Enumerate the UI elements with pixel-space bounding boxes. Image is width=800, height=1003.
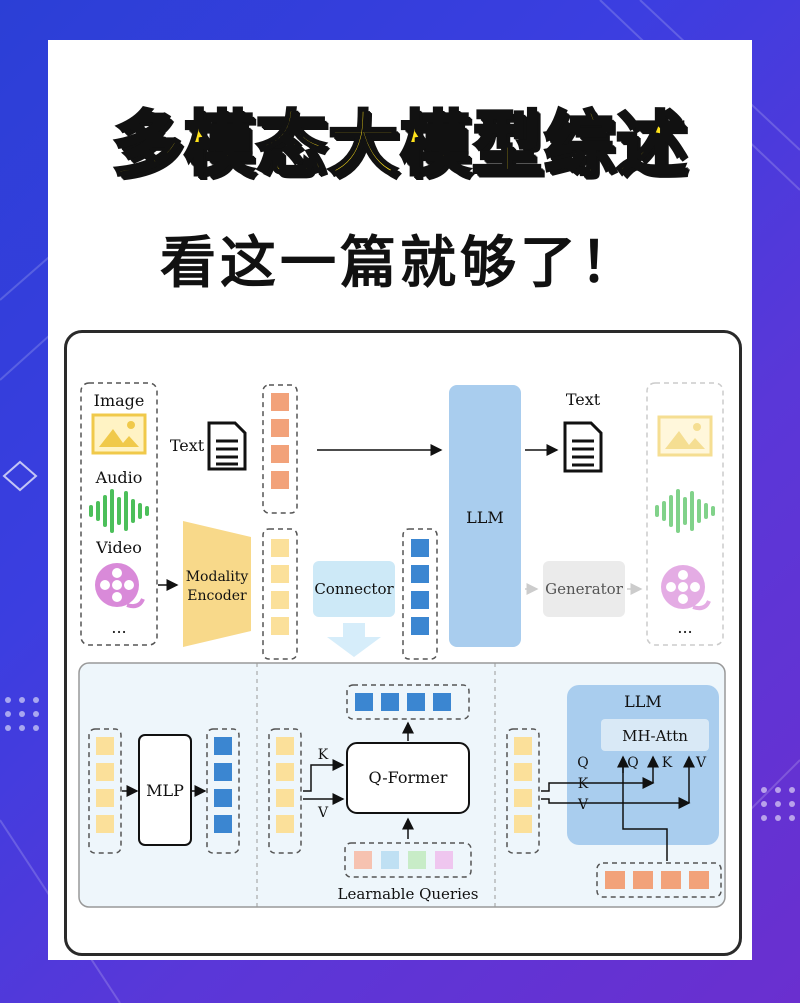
- inputs-more: ...: [111, 618, 126, 637]
- qformer-input-tokens-box: [268, 728, 302, 854]
- mlp-output-token-squares: [214, 737, 232, 833]
- text-tokens-box: [262, 384, 298, 514]
- output-video-reel-icon: [661, 565, 711, 611]
- connector-block: [313, 561, 395, 617]
- text-token-squares: [271, 393, 289, 489]
- video-label: Video: [95, 538, 142, 557]
- image-icon: [91, 413, 147, 455]
- text-input-label: Text: [170, 436, 205, 455]
- modality-encoder-line2: Encoder: [187, 588, 247, 604]
- query-token-1: [354, 851, 372, 869]
- page-subtitle: 看这一篇就够了！: [160, 231, 640, 296]
- query-token-3: [408, 851, 426, 869]
- output-audio-waveform-icon: [655, 489, 715, 533]
- qformer-input-token-squares: [276, 737, 294, 833]
- llm-block: [449, 385, 521, 647]
- text-output-label: Text: [566, 390, 601, 409]
- attn-input-tokens-box: [506, 728, 540, 854]
- expand-arrow: [327, 623, 381, 657]
- output-image-icon: [657, 415, 713, 457]
- mlp-input-token-squares: [96, 737, 114, 833]
- qformer-v-label: V: [317, 805, 329, 821]
- qformer-output-tokens-box: [346, 684, 470, 720]
- qformer-block: [346, 742, 470, 814]
- connector-label: Connector: [314, 580, 394, 598]
- attn-text-token-squares: [605, 871, 709, 889]
- diagram-frame: Image Audio Video ...: [64, 330, 742, 956]
- input-modalities-box: [80, 382, 158, 646]
- encoded-token-squares: [271, 539, 289, 635]
- attn-k-in-label: K: [578, 776, 589, 792]
- attn-v-label: V: [695, 755, 707, 771]
- text-document-icon: [207, 421, 247, 471]
- attn-q-in-label: Q: [577, 755, 588, 771]
- image-label: Image: [94, 391, 145, 410]
- learnable-queries-box: [344, 842, 472, 878]
- content-card: 多模态大模型综述 看这一篇就够了！ Image Audio: [48, 40, 752, 960]
- generator-label: Generator: [545, 580, 624, 598]
- generator-block: [543, 561, 625, 617]
- panel-llm-label: LLM: [624, 692, 662, 711]
- audio-waveform-icon: [89, 489, 149, 533]
- projected-tokens-box: [402, 528, 438, 660]
- mh-attn-block: [601, 719, 709, 751]
- text-output-document-icon: [563, 421, 603, 473]
- query-token-4: [435, 851, 453, 869]
- qformer-output-token-squares: [355, 693, 451, 711]
- mlp-input-tokens-box: [88, 728, 122, 854]
- query-token-2: [381, 851, 399, 869]
- encoded-tokens-box: [262, 528, 298, 660]
- attn-k-label: K: [662, 755, 673, 771]
- attn-text-tokens-box: [596, 862, 722, 898]
- video-reel-icon: [95, 563, 145, 609]
- page-title: 多模态大模型综述: [111, 102, 688, 187]
- attn-v-in-label: V: [577, 797, 589, 813]
- mllm-architecture-diagram: Image Audio Video ...: [78, 382, 726, 908]
- modality-encoder: [183, 521, 251, 647]
- mlp-output-tokens-box: [206, 728, 240, 854]
- qformer-label: Q-Former: [369, 768, 448, 787]
- audio-label: Audio: [95, 468, 143, 487]
- outputs-more: ...: [677, 618, 692, 637]
- mlp-label: MLP: [146, 781, 184, 800]
- attn-input-token-squares: [514, 737, 532, 833]
- mlp-block: [138, 734, 192, 846]
- attn-q-label: Q: [627, 755, 638, 771]
- modality-encoder-line1: Modality: [186, 569, 249, 585]
- output-modalities-box: [646, 382, 724, 646]
- qformer-k-label: K: [318, 747, 329, 763]
- projected-token-squares: [411, 539, 429, 635]
- mh-attn-label: MH-Attn: [622, 727, 688, 745]
- learnable-queries-label: Learnable Queries: [338, 885, 479, 903]
- llm-label: LLM: [466, 508, 504, 527]
